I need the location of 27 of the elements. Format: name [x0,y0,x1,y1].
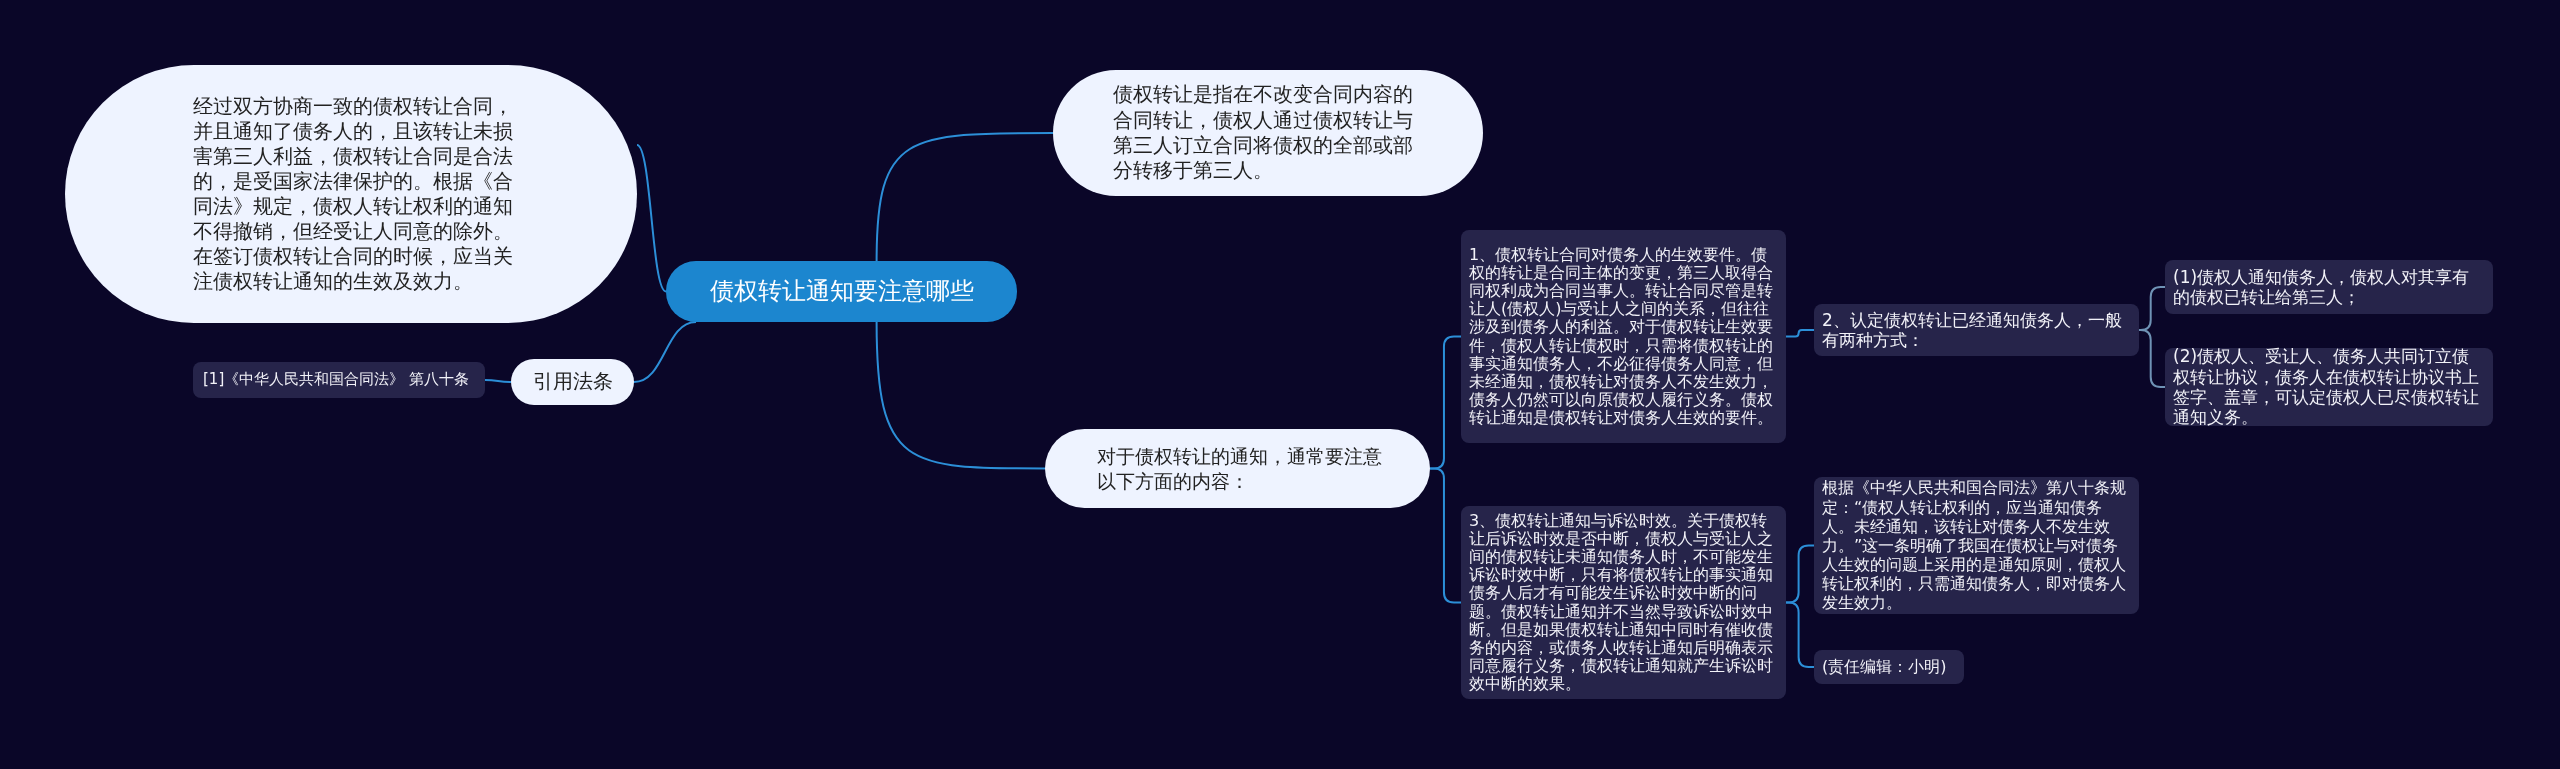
detail-text: 2、认定债权转让已经通知债务人，一般有两种方式： [1822,309,2123,351]
detail-box [1814,304,2139,356]
detail-box [2165,260,2493,314]
connector-line [636,144,667,293]
connector-line [875,132,1054,262]
connector-line [633,321,697,383]
reference-text: [1]《中华人民共和国合同法》 第八十条 [203,370,469,390]
detail-text: 1、债权转让合同对债务人的生效要件。债权的转让是合同主体的变更，第三人取得合同权利成为合同当事人。转让合同尽管是转让人(债权人)与受让人之间的关系，但往往涉及到债务人的利益。对于债权转让生效要件，债权人转让债权时，只需将债权转让的事实通知债务人，不必征得债务人同意，但未经通知，债权转让对债务人不发生效力，债务人仍然可以向原债权人履行义务。债权转让通知是债权转让对债务人生效的要件。 [1469,246,1774,427]
topic-bubble [511,359,634,405]
detail-box [1461,230,1786,443]
central-topic-box [666,261,1017,322]
detail-text: 根据《中华人民共和国合同法》第八十条规定：“债权人转让权利的，应当通知债务人。未经通知，该转让对债务人不发生效力。”这一条明确了我国在债权让与对债务人生效的问题上采用的是通知原则，债权人转让权利的，只需通知债务人，即对债务人发生效力。 [1822,478,2127,613]
bubble-text: 债权转让是指在不改变合同内容的合同转让，债权人通过债权转让与第三人订立合同将债权的全部或部分转移于第三人。 [1113,82,1414,184]
detail-text: (2)债权人、受让人、债务人共同订立债权转让协议，债务人在债权转让协议书上签字、盖章，可认定债权人已尽债权转让通知义务。 [2173,346,2480,428]
connector-line [1785,329,1815,338]
bubble-text: 引用法条 [532,369,613,395]
detail-text: 3、债权转让通知与诉讼时效。关于债权转让后诉讼时效是否中断，债权人与受让人之间的债权转让未通知债务人时，不可能发生诉讼时效中断，只有将债权转让的事实通知债务人后才有可能发生诉讼时效中断的问题。债权转让通知并不当然导致诉讼时效中断。但是如果债权转让通知中同时有催收债务的内容，或债务人收转让通知后明确表示同意履行义务，债权转让通知就产生诉讼时效中断的效果。 [1469,512,1774,693]
reference-box [193,362,485,398]
connector-line [484,379,512,383]
bubble-text: 对于债权转让的通知，通常要注意以下方面的内容： [1097,443,1383,494]
connector-line [875,321,1046,470]
detail-box [1814,650,1964,684]
connector-line [2138,329,2166,388]
detail-text: (1)债权人通知债务人，债权人对其享有的债权已转让给第三人； [2173,266,2471,308]
detail-text: (责任编辑：小明) [1822,656,1947,678]
topic-text: 债权转让通知要注意哪些 [709,275,974,307]
bubble-text: 经过双方协商一致的债权转让合同，并且通知了债务人的，且该转让未损害第三人利益，债权转让合同是合法的，是受国家法律保护的。根据《合同法》规定，债权人转让权利的通知不得撤销，但经受让人同意的除外。在签订债权转让合同的时候，应当关注债权转让通知的生效及效力。 [193,94,514,294]
